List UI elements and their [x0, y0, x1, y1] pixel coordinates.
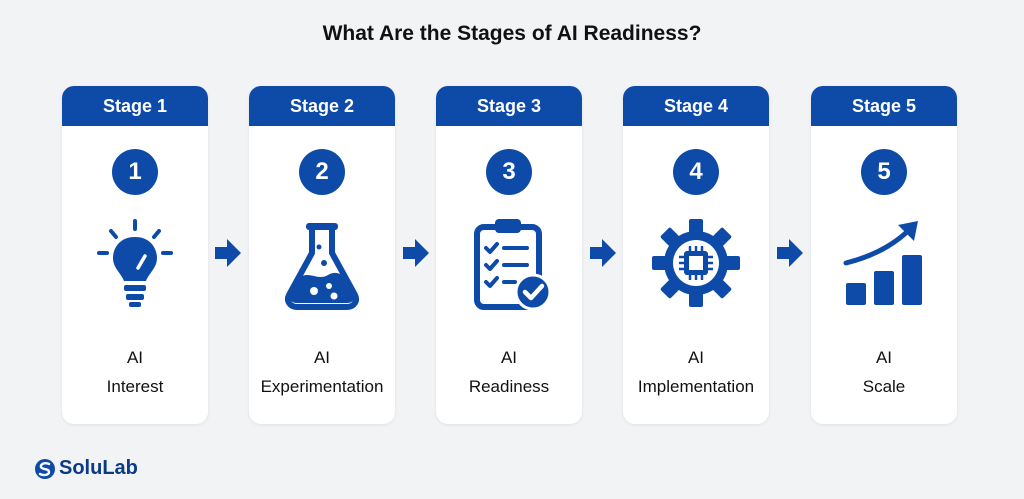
stage-number-badge: 5 — [861, 149, 907, 195]
growth-chart-icon — [834, 213, 934, 313]
stage-card-2: Stage 2 2 AI Experimentation — [249, 86, 395, 424]
stage-label: AI Interest — [106, 348, 164, 396]
stage-label: AI Implementation — [637, 348, 755, 396]
stage-number-badge: 2 — [299, 149, 345, 195]
solulab-logo-icon — [35, 458, 55, 479]
stage-card-4: Stage 4 4 — [623, 86, 769, 424]
stage-number-badge: 4 — [673, 149, 719, 195]
arrow-right-icon — [213, 236, 243, 270]
stage-label: AI Scale — [862, 348, 906, 396]
stage-label: AI Experimentation — [260, 348, 384, 396]
stage-number-badge: 1 — [112, 149, 158, 195]
gear-chip-icon — [646, 213, 746, 313]
arrow-right-icon — [401, 236, 431, 270]
stage-header: Stage 4 — [623, 86, 769, 126]
lightbulb-icon — [85, 213, 185, 313]
clipboard-checklist-icon — [459, 213, 559, 313]
stage-label: AI Readiness — [468, 348, 550, 396]
stage-card-5: Stage 5 5 AI Scale — [811, 86, 957, 424]
stage-header: Stage 1 — [62, 86, 208, 126]
brand-logo: SoluLab — [34, 457, 138, 480]
arrow-right-icon — [588, 236, 618, 270]
stage-header: Stage 2 — [249, 86, 395, 126]
stage-number-badge: 3 — [486, 149, 532, 195]
arrow-right-icon — [775, 236, 805, 270]
page-title: What Are the Stages of AI Readiness? — [322, 22, 702, 45]
stage-header: Stage 3 — [436, 86, 582, 126]
stage-card-3: Stage 3 3 AI Readiness — [436, 86, 582, 424]
flask-icon — [272, 213, 372, 313]
brand-name: SoluLab — [59, 457, 138, 479]
stage-header: Stage 5 — [811, 86, 957, 126]
stage-card-1: Stage 1 1 AI Interest — [62, 86, 208, 424]
